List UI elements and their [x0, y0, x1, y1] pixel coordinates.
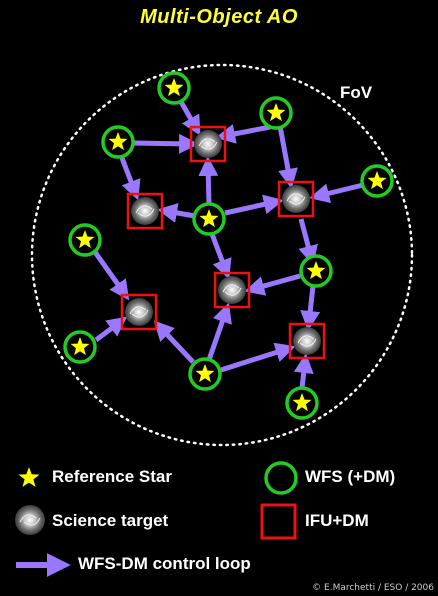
ifu-unit [189, 125, 227, 163]
star-icon [70, 337, 90, 356]
ifu-unit [120, 293, 158, 331]
star-icon [266, 103, 286, 122]
star-icon [367, 171, 387, 190]
control-loop-arrow [209, 233, 232, 280]
legend-star-icon [18, 467, 40, 487]
control-loop-arrow [206, 302, 232, 361]
control-loop-arrow [133, 133, 199, 154]
control-loop-arrow [224, 194, 284, 216]
wfs-unit [188, 357, 222, 391]
star-icon [306, 261, 326, 280]
control-loop-arrows [92, 98, 364, 389]
legend-ifu-box-icon [260, 503, 297, 540]
wfs-unit [285, 386, 319, 420]
wfs-unit [63, 330, 97, 364]
legend [15, 461, 298, 577]
control-loop-arrow [300, 285, 321, 331]
wfs-unit [157, 71, 191, 105]
control-loop-arrow [177, 98, 201, 136]
ifu-box [120, 293, 158, 331]
credit-text: © E.Marchetti / ESO / 2006 [312, 583, 434, 593]
galaxy-icon [131, 197, 159, 225]
legend-reference-star-label: Reference Star [52, 467, 173, 486]
fov-circle [30, 63, 414, 447]
ifu-units [120, 125, 326, 360]
galaxy-arm [198, 138, 218, 150]
control-loop-arrow [198, 156, 219, 206]
galaxy-icon [218, 276, 246, 304]
legend-science-target-label: Science target [52, 511, 169, 530]
star-icon [292, 393, 312, 412]
control-loop-arrow [215, 124, 271, 144]
ifu-unit [213, 271, 251, 309]
star-icon [195, 364, 215, 383]
legend-ifu-label: IFU+DM [305, 511, 369, 530]
star-icon [108, 132, 128, 151]
star-icon [164, 78, 184, 97]
wfs-unit [259, 96, 293, 130]
galaxy-arm [129, 306, 149, 318]
ifu-unit [126, 192, 164, 230]
control-loop-arrow [92, 250, 130, 301]
control-loop-arrow [298, 218, 318, 266]
ifu-box [189, 125, 227, 163]
wfs-units [63, 71, 394, 420]
control-loop-arrow [220, 342, 296, 373]
ifu-unit [277, 180, 315, 218]
galaxy-arm [222, 284, 242, 296]
control-loop-arrow [119, 157, 141, 201]
legend-wfs-ring-icon [264, 461, 298, 495]
control-loop-arrow [277, 125, 298, 189]
fov-label: FoV [340, 83, 373, 102]
ifu-box [126, 192, 164, 230]
control-loop-arrow [309, 182, 364, 204]
ifu-box [213, 271, 251, 309]
galaxy-icon [125, 298, 153, 326]
control-loop-arrow [293, 353, 314, 389]
legend-control-loop-label: WFS-DM control loop [78, 554, 251, 573]
wfs-unit [299, 254, 333, 288]
galaxy-icon [194, 130, 222, 158]
control-loop-arrow [244, 273, 301, 296]
legend-wfs-label: WFS (+DM) [305, 467, 396, 486]
control-loop-arrow [157, 203, 196, 223]
control-loop-arrow [153, 320, 195, 364]
galaxy-arm [135, 205, 155, 217]
diagram-title: Multi-Object AO [140, 6, 298, 28]
control-loop-arrow [94, 316, 128, 342]
wfs-unit [192, 202, 226, 236]
wfs-unit [68, 223, 102, 257]
galaxy-icon [282, 185, 310, 213]
ifu-unit [288, 322, 326, 360]
galaxy-arm [297, 335, 317, 347]
galaxy-arm [286, 193, 306, 205]
star-icon [75, 230, 95, 249]
wfs-unit [360, 164, 394, 198]
wfs-unit [101, 125, 135, 159]
galaxy-icon [293, 327, 321, 355]
legend-galaxy-icon [15, 505, 45, 535]
ifu-box [277, 180, 315, 218]
ifu-box [288, 322, 326, 360]
star-icon [199, 209, 219, 228]
